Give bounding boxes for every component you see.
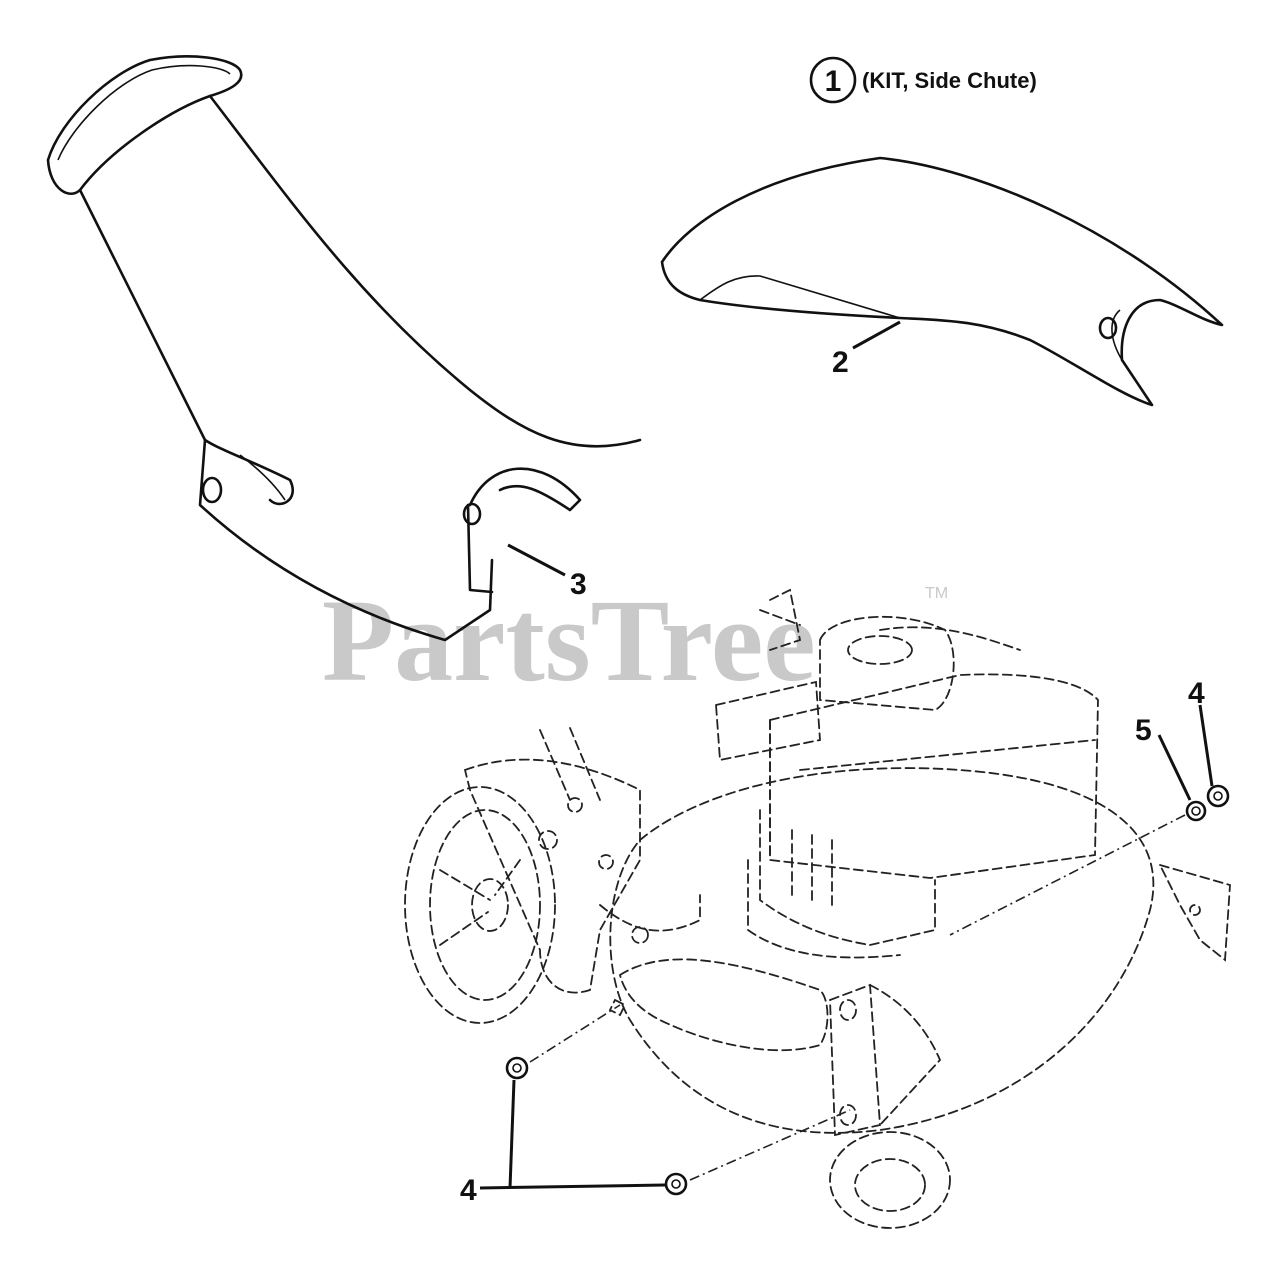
- callout-part-3: 3: [570, 568, 587, 601]
- callout-part-5: 5: [1135, 714, 1152, 747]
- nut-bottom: [664, 1172, 688, 1196]
- deflector-shield-part-2: [660, 156, 1224, 407]
- leader-lines: [479, 320, 1214, 1190]
- nut-right: [1206, 784, 1230, 808]
- watermark-text: PartsTree: [322, 575, 816, 706]
- callout-part-4-bottom: 4: [460, 1174, 477, 1207]
- nut-left: [505, 1056, 529, 1080]
- watermark-trademark: TM: [925, 585, 948, 602]
- callout-part-4-right: 4: [1188, 677, 1205, 710]
- washer-part-5: [1185, 800, 1207, 822]
- side-chute-part-3: [46, 55, 642, 642]
- kit-callout-label: (KIT, Side Chute): [862, 68, 1037, 93]
- watermark: PartsTree TM: [322, 575, 948, 706]
- kit-callout-circle: [809, 56, 857, 104]
- mower-reference-drawing: [404, 588, 1231, 1229]
- callout-part-2: 2: [832, 346, 849, 379]
- hardware: [505, 784, 1230, 1196]
- kit-callout-number: 1: [825, 65, 842, 98]
- callout-labels: 1 (KIT, Side Chute) 2 3 4 5 4: [460, 56, 1205, 1207]
